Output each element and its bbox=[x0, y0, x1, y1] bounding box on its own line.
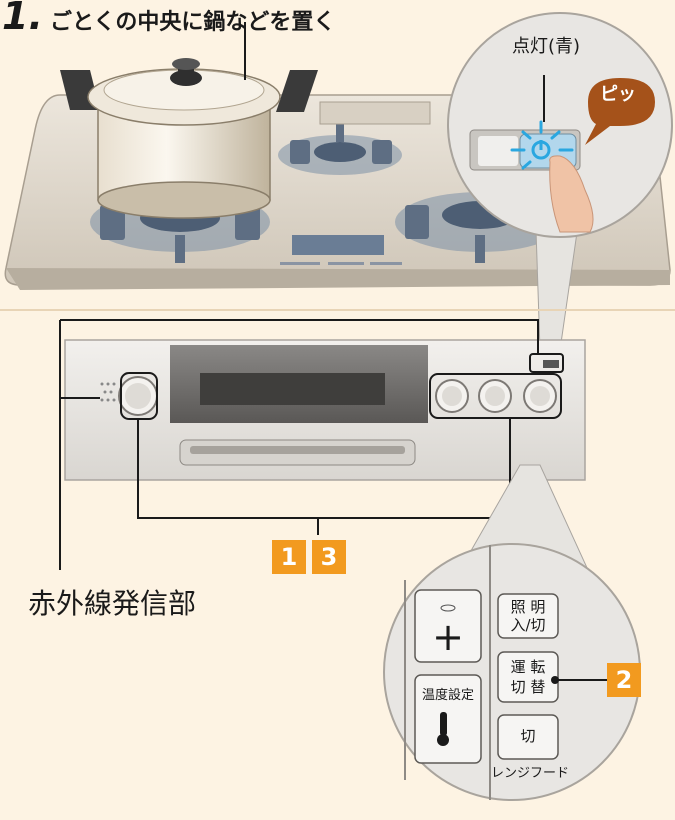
step-title: 1. ごとくの中央に鍋などを置く bbox=[0, 0, 420, 38]
infrared-emitter bbox=[100, 382, 116, 402]
knob-left bbox=[118, 376, 158, 416]
off-button-label: 切 bbox=[520, 727, 536, 745]
burner-back bbox=[278, 120, 402, 175]
knob-right-2 bbox=[478, 379, 512, 413]
mode-switch-label-line2: 切 替 bbox=[510, 678, 546, 696]
light-on-label: 点灯(青) bbox=[512, 36, 581, 57]
stove-front-panel bbox=[64, 339, 586, 481]
knob-right-1 bbox=[435, 379, 469, 413]
step-number: 1. bbox=[2, 0, 43, 38]
range-hood-label: レンジフード bbox=[490, 766, 569, 781]
beep-label: ピッ bbox=[600, 84, 636, 105]
highlight-frames bbox=[59, 319, 564, 570]
power-indicator bbox=[543, 360, 559, 368]
beep-bubble bbox=[585, 78, 655, 145]
knob-right-3 bbox=[523, 379, 557, 413]
magnifier-hood-panel bbox=[383, 543, 641, 801]
light-onoff-label-line1: 照 明 bbox=[510, 598, 546, 616]
step-instruction: ごとくの中央に鍋などを置く bbox=[50, 10, 336, 35]
step-badge-2: 2 bbox=[607, 663, 641, 697]
magnifier-led bbox=[447, 12, 673, 238]
temp-setting-label: 温度設定 bbox=[421, 688, 474, 703]
front-dots bbox=[280, 262, 402, 265]
plus-button-symbol: + bbox=[432, 615, 464, 659]
exhaust-grille bbox=[319, 101, 431, 125]
pot bbox=[60, 58, 318, 219]
infrared-emitter-label: 赤外線発信部 bbox=[28, 587, 197, 620]
mode-switch-label-line1: 運 転 bbox=[510, 658, 546, 676]
step-badge-1: 1 bbox=[272, 540, 306, 574]
light-onoff-label-line2: 入/切 bbox=[510, 616, 546, 634]
center-vent bbox=[292, 235, 384, 255]
step-badge-3: 3 bbox=[312, 540, 346, 574]
